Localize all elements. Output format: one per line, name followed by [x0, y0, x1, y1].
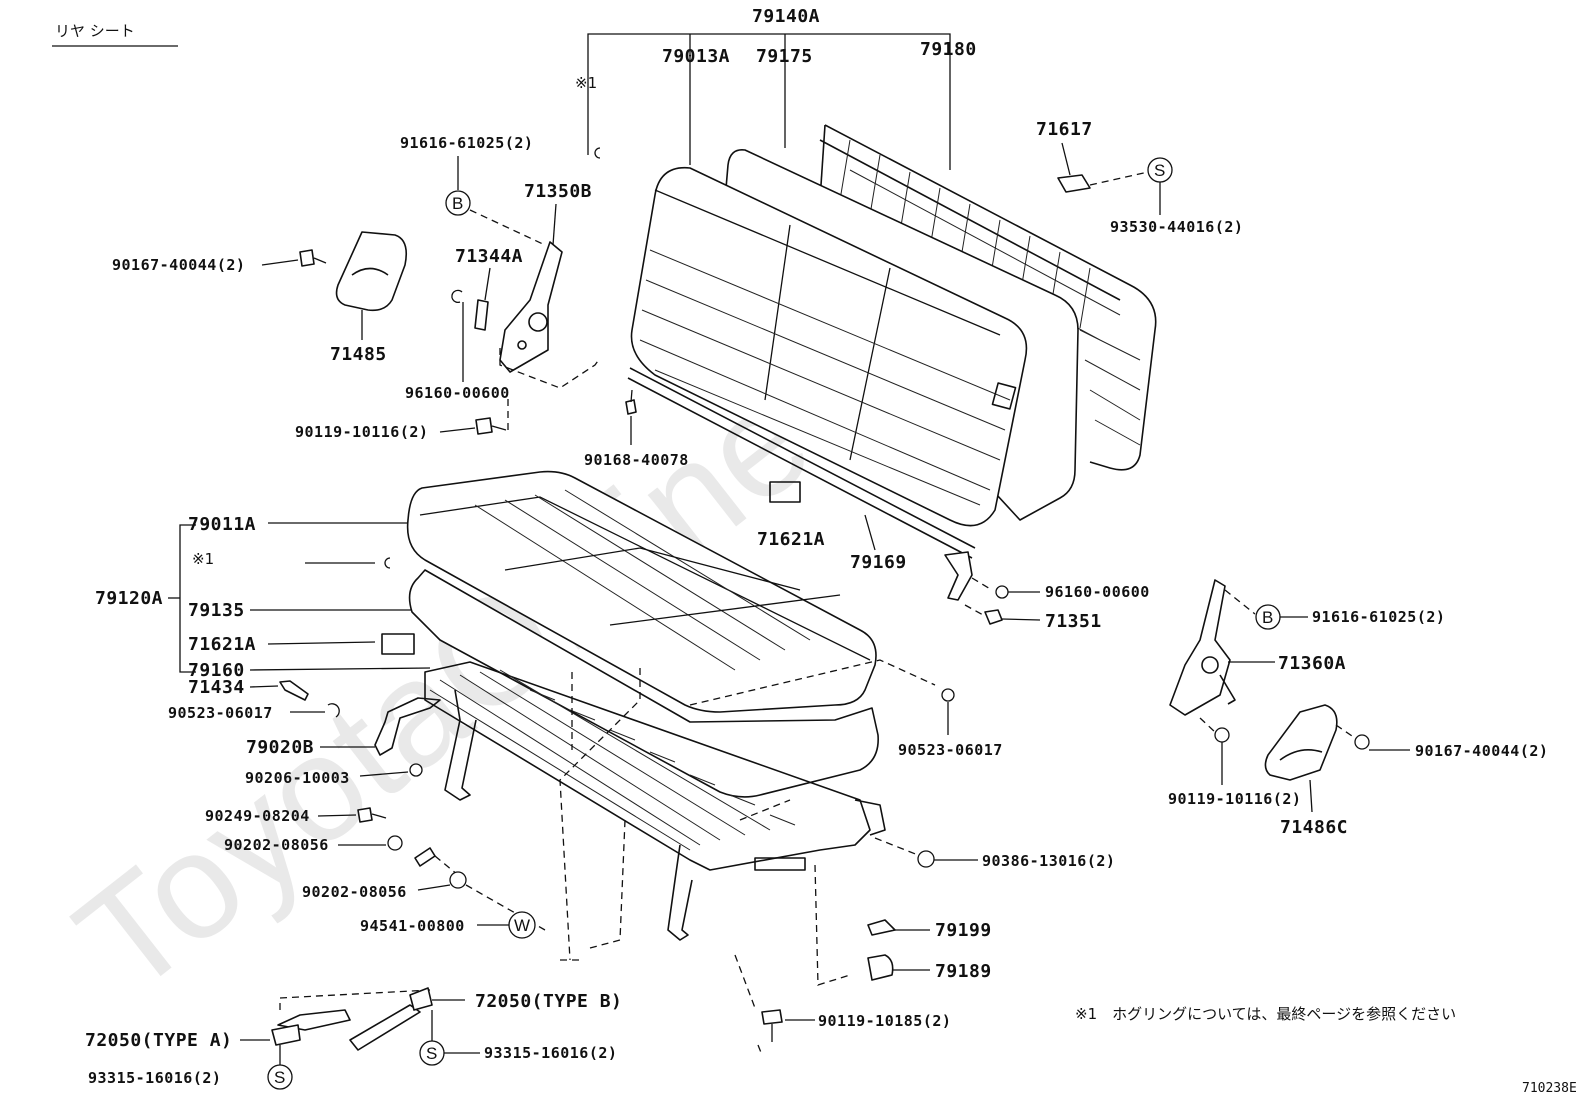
label-79120A: 79120A	[95, 588, 163, 609]
label-91616-left: 91616-61025(2)	[400, 134, 533, 152]
label-93315-middle: 93315-16016(2)	[484, 1044, 617, 1062]
hog-ring-icon-2	[384, 557, 391, 569]
bolt-90119-right	[1214, 727, 1230, 743]
label-79199: 79199	[935, 920, 992, 941]
symbol-B-left	[445, 190, 471, 216]
label-79013A: 79013A	[662, 46, 730, 67]
label-93315-lower: 93315-16016(2)	[88, 1069, 221, 1087]
label-90168: 90168-40078	[584, 451, 689, 469]
stopper-71351	[984, 609, 1003, 625]
svg-text:S: S	[426, 1044, 437, 1063]
label-90119-right: 90119-10116(2)	[1168, 790, 1301, 808]
footnote: ※1 ホグリングについては、最終ページを参照ください	[1075, 1005, 1456, 1023]
label-90167-left: 90167-40044(2)	[112, 256, 245, 274]
label-93530: 93530-44016(2)	[1110, 218, 1243, 236]
label-90386: 90386-13016(2)	[982, 852, 1115, 870]
label-90119-10185: 90119-10185(2)	[818, 1012, 951, 1030]
label-71434: 71434	[188, 677, 245, 698]
label-79169: 79169	[850, 552, 907, 573]
nut-90202-upper	[387, 835, 403, 851]
label-71360A: 71360A	[1278, 653, 1346, 674]
label-71485: 71485	[330, 344, 387, 365]
cap-79199	[867, 919, 896, 936]
bracket-79020B	[374, 697, 441, 756]
clip-96160-right-icon	[995, 585, 1009, 599]
label-71486C: 71486C	[1280, 817, 1348, 838]
label-79140A: 79140A	[752, 6, 820, 27]
cover-71485	[335, 231, 408, 312]
belt-type-B	[349, 987, 433, 1051]
label-79011A: 79011A	[188, 514, 256, 535]
bolt-90119-left	[475, 417, 507, 435]
label-90202-upper: 90202-08056	[224, 836, 329, 854]
belt-type-A	[271, 1009, 351, 1046]
page-title: リヤ シート	[55, 22, 135, 40]
hinge-71360A	[1169, 579, 1236, 716]
label-79020B: 79020B	[246, 737, 314, 758]
diagram-code: 710238E	[1522, 1081, 1577, 1096]
label-96160-left: 96160-00600	[405, 384, 510, 402]
bolt-90249	[357, 807, 387, 823]
nut-90523-left-icon	[327, 703, 340, 718]
hinge-71350B	[499, 241, 563, 373]
label-96160-right: 96160-00600	[1045, 583, 1150, 601]
label-71617: 71617	[1036, 119, 1093, 140]
bolt-90168	[625, 389, 637, 415]
note-mark-1: ※1	[575, 74, 597, 92]
label-79160: 79160	[188, 660, 245, 681]
clip-71617	[1057, 174, 1091, 193]
label-90523-right: 90523-06017	[898, 741, 1003, 759]
label-79175: 79175	[756, 46, 813, 67]
label-71621A-upper: 71621A	[757, 529, 825, 550]
label-90119-left: 90119-10116(2)	[295, 423, 428, 441]
tag-71621A-upper	[769, 481, 801, 503]
label-91616-right: 91616-61025(2)	[1312, 608, 1445, 626]
seat-back-rod	[627, 367, 976, 559]
label-90523-left: 90523-06017	[168, 704, 273, 722]
bolt-90167-right	[1354, 734, 1370, 750]
nut-90202-lower	[449, 871, 467, 889]
svg-text:B: B	[452, 194, 463, 213]
label-79135: 79135	[188, 600, 245, 621]
leader-79140A	[587, 33, 951, 170]
svg-text:W: W	[514, 916, 530, 935]
seat-cushion-frame	[424, 661, 886, 941]
cover-71486C	[1264, 704, 1338, 781]
label-71621A-lower: 71621A	[188, 634, 256, 655]
label-79180: 79180	[920, 39, 977, 60]
svg-text:B: B	[1262, 608, 1273, 627]
label-90167-right: 90167-40044(2)	[1415, 742, 1548, 760]
seat-back-cover	[630, 166, 1028, 527]
bolt-90167-left	[299, 249, 327, 267]
seat-cushion-pad	[408, 569, 879, 798]
svg-text:S: S	[1154, 161, 1165, 180]
seat-cushion-cover	[406, 470, 877, 713]
cap-79189	[867, 954, 894, 981]
bolt-90119-10185	[761, 1009, 783, 1042]
hog-ring-icon	[594, 147, 601, 159]
tag-71621A-lower	[381, 633, 415, 655]
washer-90206	[409, 763, 423, 777]
plate-90202	[414, 847, 436, 867]
label-90249: 90249-08204	[205, 807, 310, 825]
nut-90523-right	[941, 688, 955, 702]
label-71351: 71351	[1045, 611, 1102, 632]
label-72050-A: 72050(TYPE A)	[85, 1030, 232, 1051]
label-94541: 94541-00800	[360, 917, 465, 935]
label-90206: 90206-10003	[245, 769, 350, 787]
svg-text:S: S	[274, 1068, 285, 1087]
lever-71344A	[474, 299, 489, 331]
label-72050-B: 72050(TYPE B)	[475, 991, 622, 1012]
bolt-71434	[279, 680, 309, 701]
label-71350B: 71350B	[524, 181, 592, 202]
label-79189: 79189	[935, 961, 992, 982]
clip-96160-left-icon	[451, 289, 463, 304]
bracket-71351-top	[944, 551, 973, 601]
label-71344A: 71344A	[455, 246, 523, 267]
note-mark-2: ※1	[192, 550, 214, 568]
label-90202-lower: 90202-08056	[302, 883, 407, 901]
nut-90386	[917, 850, 935, 868]
